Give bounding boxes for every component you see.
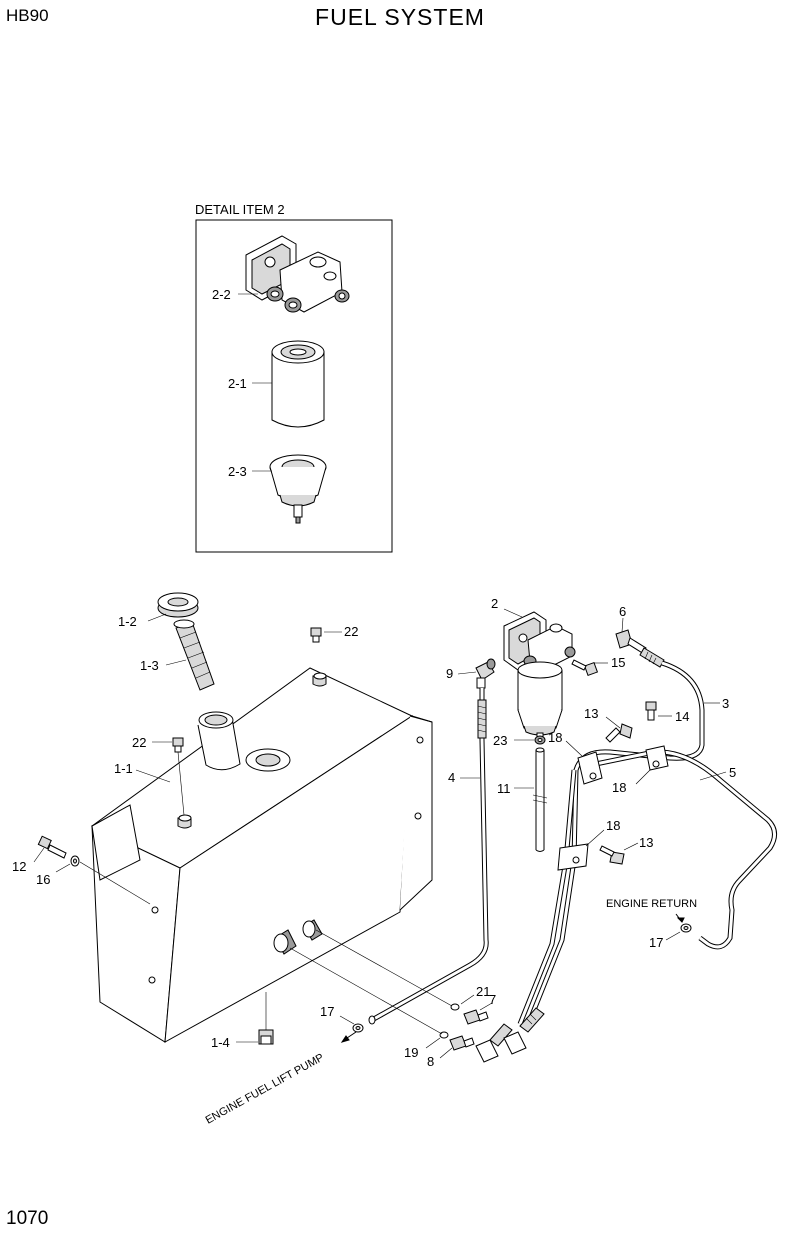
label-18-a: 18: [548, 730, 562, 745]
label-4: 4: [448, 770, 455, 785]
return-pipe-5: [517, 749, 777, 1025]
label-1-1: 1-1: [114, 761, 133, 776]
bolt-13-b: [599, 845, 625, 865]
label-18-b: 18: [612, 780, 626, 795]
label-2: 2: [491, 596, 498, 611]
fuel-strainer: [173, 619, 215, 691]
pipe-elbow-lower-a: [475, 1023, 513, 1063]
fuel-tank: [91, 667, 433, 1045]
filter-head-detail: [245, 235, 350, 313]
washer-23: [534, 735, 546, 745]
model-code: HB90: [6, 6, 49, 25]
label-21: 21: [476, 984, 490, 999]
clamp-18-c: [557, 843, 589, 871]
connector-6: [615, 629, 647, 655]
label-3: 3: [722, 696, 729, 711]
washer-17-pump: [352, 1023, 364, 1033]
label-17-pump: 17: [320, 1004, 334, 1019]
bolt-15: [571, 659, 599, 677]
washer-17-return: [680, 923, 692, 933]
label-22-lower: 22: [132, 735, 146, 750]
engine-fuel-lift-pump-note: ENGINE FUEL LIFT PUMP: [204, 1052, 326, 1127]
drain-hose-11: [532, 747, 548, 852]
label-12: 12: [12, 859, 26, 874]
engine-return-note: ENGINE RETURN: [606, 898, 697, 910]
bolt-12: [37, 835, 67, 859]
label-16: 16: [36, 872, 50, 887]
label-11: 11: [497, 781, 511, 796]
label-2-2: 2-2: [212, 287, 231, 302]
label-23: 23: [493, 733, 507, 748]
label-13-a: 13: [584, 706, 598, 721]
bolt-14: [645, 701, 657, 721]
label-1-2: 1-2: [118, 614, 137, 629]
label-9: 9: [446, 666, 453, 681]
bolt-22-lower: [172, 737, 184, 753]
clamp-18-b: [645, 745, 669, 771]
label-5: 5: [729, 765, 736, 780]
o-ring-19: [439, 1031, 449, 1039]
label-22-upper: 22: [344, 624, 358, 639]
label-6: 6: [619, 604, 626, 619]
page-title: FUEL SYSTEM: [315, 4, 485, 30]
label-1-3: 1-3: [140, 658, 159, 673]
label-8: 8: [427, 1054, 434, 1069]
page-number: 1070: [6, 1208, 49, 1229]
label-1-4: 1-4: [211, 1035, 230, 1050]
detail-title: DETAIL ITEM 2: [195, 202, 285, 217]
label-7: 7: [489, 992, 496, 1007]
o-ring-21: [450, 1003, 460, 1011]
fuel-pipe-4: [368, 688, 489, 1025]
label-18-c: 18: [606, 818, 620, 833]
label-14: 14: [675, 709, 689, 724]
elbow-fitting-9: [475, 658, 496, 689]
detail-item-2-panel: DETAIL ITEM 2 2-2 2-1: [195, 202, 393, 553]
fuel-filter-assembly: [503, 611, 576, 740]
label-17-return: 17: [649, 935, 663, 950]
adapter-8: [449, 1035, 475, 1051]
bolt-13-a: [605, 723, 633, 743]
pipe-elbow-lower-b: [503, 1007, 545, 1055]
label-19: 19: [404, 1045, 418, 1060]
fuel-cap: [157, 592, 199, 618]
filter-cartridge-detail: [271, 340, 325, 428]
washer-16: [70, 855, 80, 867]
clamp-18-a: [577, 751, 603, 785]
adapter-7: [463, 1009, 489, 1025]
label-13-b: 13: [639, 835, 653, 850]
bolt-22-upper: [310, 627, 322, 643]
label-2-3: 2-3: [228, 464, 247, 479]
label-2-1: 2-1: [228, 376, 247, 391]
label-15: 15: [611, 655, 625, 670]
separator-bowl-detail: [269, 454, 327, 524]
detail-frame: [195, 219, 393, 553]
